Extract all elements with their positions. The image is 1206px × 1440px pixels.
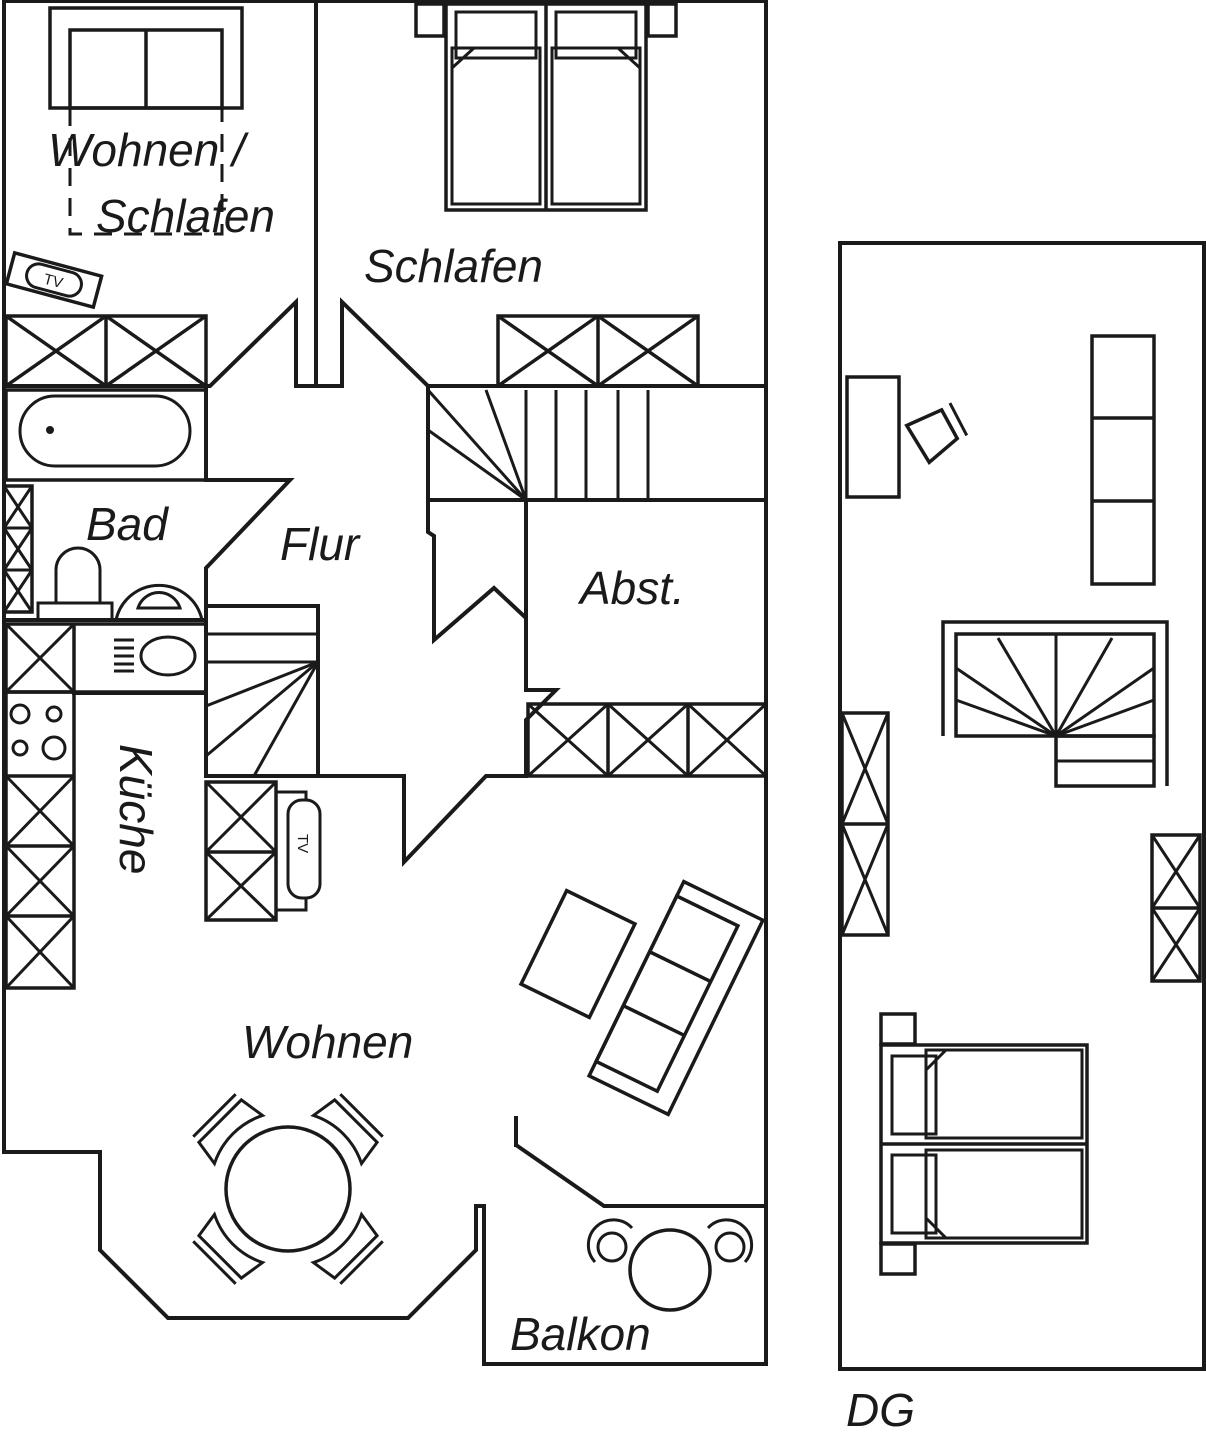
sofa-bed xyxy=(48,6,244,236)
room-label-abst: Abst. xyxy=(577,562,685,614)
tv-label-living: TV xyxy=(294,834,311,853)
tv-label: TV xyxy=(42,271,65,292)
room-label-schlafen: Schlafen xyxy=(364,240,543,292)
wardrobe-left xyxy=(4,314,208,388)
double-bed xyxy=(414,2,678,212)
main-floor-walls xyxy=(2,0,768,1366)
shelf-and-tv: TV xyxy=(204,780,322,922)
interior-walls xyxy=(2,0,768,867)
room-label-flur: Flur xyxy=(280,518,361,570)
sink-drainer-icon xyxy=(114,635,197,677)
balcony-table xyxy=(586,1218,754,1312)
kitchen-counter xyxy=(4,622,208,990)
room-label-balkon: Balkon xyxy=(510,1308,651,1360)
staircase-lower xyxy=(205,632,320,777)
floor-label-dg: DG xyxy=(846,1384,915,1436)
room-label-bad: Bad xyxy=(86,498,169,550)
upper-floor xyxy=(838,241,1206,1371)
coffee-table xyxy=(518,888,638,1020)
room-label-kueche: Küche xyxy=(110,744,162,874)
room-label-wohnen-schlafen-2: Schlafen xyxy=(96,190,275,242)
sofa-living xyxy=(586,879,766,1117)
room-labels: Wohnen / Schlafen Schlafen Bad Flur Abst… xyxy=(48,124,915,1436)
room-label-wohnen-schlafen-1: Wohnen / xyxy=(48,124,249,176)
staircase-upper xyxy=(426,389,650,502)
bathroom-fixtures xyxy=(2,388,208,622)
tv-unit-top: TV xyxy=(4,250,104,310)
wardrobe-bedroom xyxy=(496,314,700,388)
room-label-wohnen: Wohnen xyxy=(242,1016,413,1068)
dining-table xyxy=(192,1093,384,1285)
wardrobe-storage xyxy=(526,702,768,778)
